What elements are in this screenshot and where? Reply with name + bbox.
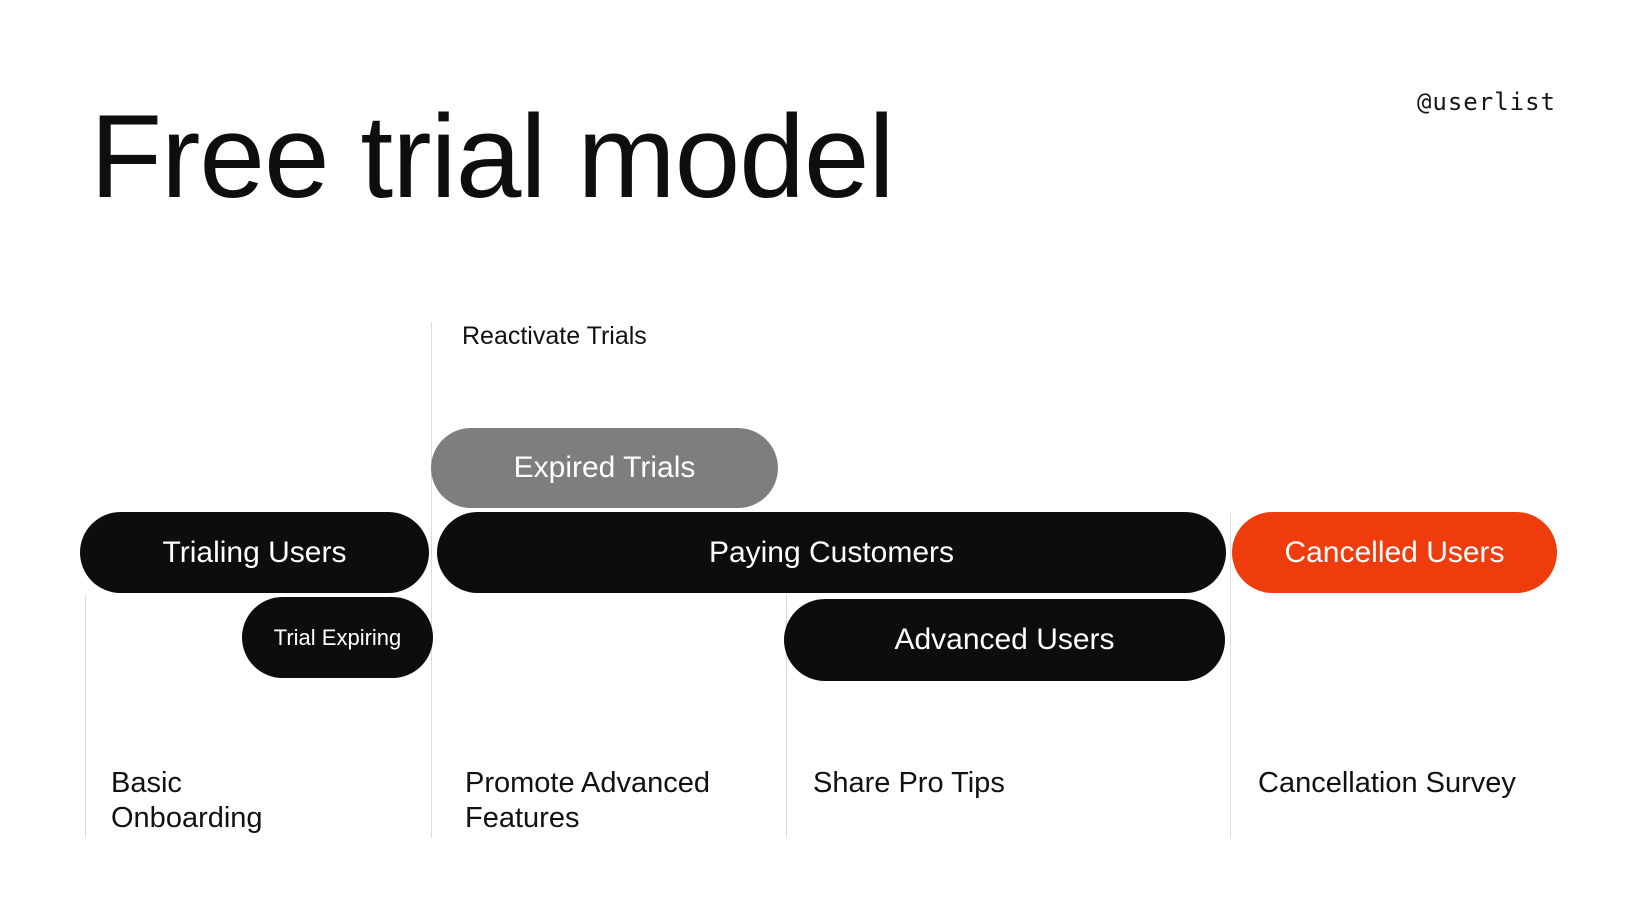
campaign-label-cancellation-survey: Cancellation Survey — [1258, 767, 1516, 799]
segment-label-trial-expiring: Trial Expiring — [273, 624, 402, 650]
column-divider-3 — [786, 594, 787, 838]
reactivate-trials-label: Reactivate Trials — [462, 322, 647, 350]
column-divider-2 — [431, 322, 432, 838]
segment-pill-paying-customers: Paying Customers — [437, 512, 1226, 593]
segment-pill-expired-trials: Expired Trials — [431, 428, 778, 508]
campaign-label-promote-advanced-features: Promote Advanced Features — [465, 767, 711, 834]
segment-label-advanced-users: Advanced Users — [894, 623, 1115, 656]
campaign-label-basic-onboarding: Basic Onboarding — [111, 767, 263, 834]
segment-label-expired-trials: Expired Trials — [513, 451, 696, 484]
segment-pill-trial-expiring: Trial Expiring — [242, 597, 433, 678]
segment-pill-trialing-users: Trialing Users — [80, 512, 429, 593]
segment-label-cancelled-users: Cancelled Users — [1284, 535, 1505, 569]
column-divider-1 — [85, 595, 86, 838]
campaign-label-share-pro-tips: Share Pro Tips — [813, 767, 1005, 799]
segment-label-trialing-users: Trialing Users — [162, 535, 347, 569]
segment-label-paying-customers: Paying Customers — [708, 535, 955, 569]
page-title: Free trial model — [90, 91, 895, 223]
segment-pill-cancelled-users: Cancelled Users — [1232, 512, 1557, 593]
segment-pill-advanced-users: Advanced Users — [784, 599, 1225, 681]
column-divider-4 — [1230, 513, 1231, 838]
brand-handle: @userlist — [1416, 88, 1556, 116]
